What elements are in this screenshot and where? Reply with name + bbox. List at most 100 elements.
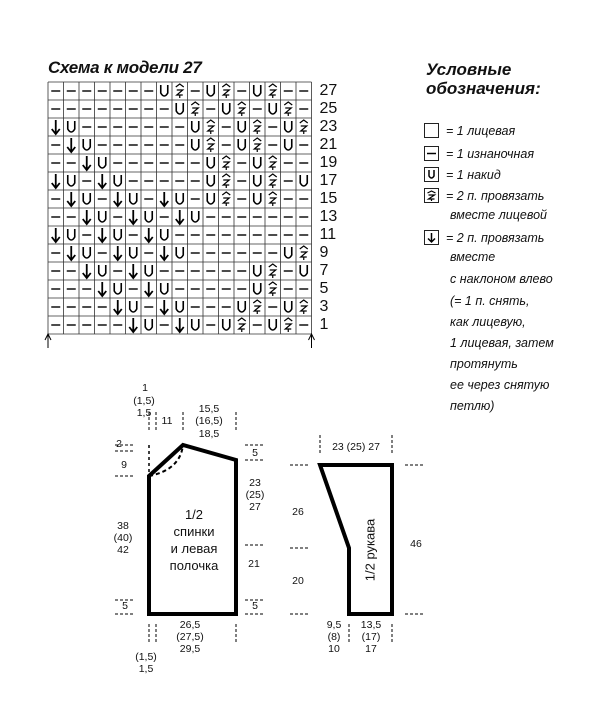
arrow-down-symbol-icon (424, 230, 439, 245)
yarn-over-symbol (299, 265, 309, 277)
legend-ssk-line-3: (= 1 п. снять, (450, 294, 530, 308)
k2tog-symbol (206, 119, 216, 134)
yarn-over-symbol (206, 157, 216, 169)
dim-bottom-left: 5 (122, 600, 128, 612)
k2tog-symbol (206, 137, 216, 152)
legend-title-1: Условные (426, 60, 512, 79)
yarn-over-symbol (66, 121, 76, 133)
row-number: 9 (319, 244, 329, 261)
k2tog-symbol (221, 191, 231, 206)
yarn-over-symbol (128, 247, 138, 259)
dim-bottom-right: 5 (252, 600, 258, 612)
ssk-arrow-symbol (144, 282, 154, 298)
yarn-over-symbol (144, 319, 154, 331)
dim-width-b: (27,5) (176, 631, 204, 643)
k2tog-symbol (268, 83, 278, 98)
k2tog-symbol (268, 281, 278, 296)
yarn-over-symbol (268, 319, 278, 331)
ssk-arrow-symbol (113, 192, 123, 208)
ssk-arrow-symbol (97, 174, 107, 190)
legend-ssk-line-5: 1 лицевая, затем (450, 336, 554, 350)
dim-sleeve-top: 23 (25) 27 (332, 441, 380, 453)
row-number: 11 (319, 226, 337, 243)
dim-armhole-a: 23 (249, 477, 261, 489)
yarn-over-symbol (221, 319, 231, 331)
yarn-over-symbol (283, 301, 293, 313)
dim-neck-drop: 2 (116, 438, 122, 450)
legend-k2tog-continuation: вместе лицевой (450, 208, 547, 222)
ssk-arrow-symbol (159, 192, 169, 208)
yarn-over-symbol (97, 265, 107, 277)
dim-shoulder-a: 15,5 (198, 403, 220, 415)
dim-sleeve-lower: 20 (292, 575, 304, 587)
row-number: 13 (319, 208, 338, 225)
yarn-over-symbol (175, 301, 185, 313)
k2tog-symbol (283, 317, 293, 332)
ssk-arrow-symbol (175, 210, 185, 226)
yarn-over-symbol (190, 319, 200, 331)
k2tog-symbol (283, 101, 293, 116)
chart-title: Схема к модели 27 (48, 58, 202, 77)
dim-sleeve-bottom-b: (17) (361, 631, 381, 643)
yarn-over-symbol (175, 193, 185, 205)
repeat-arrow-icon (308, 332, 315, 341)
ssk-arrow-symbol (66, 138, 76, 154)
yarn-over-symbol (190, 121, 200, 133)
dim-neck-depth: 9 (121, 459, 127, 471)
dim-top-1: 1 (142, 382, 148, 394)
k2tog-symbol (268, 155, 278, 170)
dim-shoulder-slope: 5 (252, 447, 258, 459)
k2tog-symbol (268, 263, 278, 278)
ssk-arrow-symbol (97, 282, 107, 298)
dim-top-1-5a: (1,5) (133, 395, 155, 407)
k2tog-symbol (221, 155, 231, 170)
yarn-over-symbol (206, 85, 216, 97)
yarn-over-symbol (144, 265, 154, 277)
k2tog-symbol (237, 101, 247, 116)
yarn-over-symbol (252, 283, 262, 295)
ssk-arrow-symbol (159, 246, 169, 262)
yarn-over-symbol (237, 301, 247, 313)
ssk-arrow-symbol (82, 156, 92, 172)
yarn-over-symbol (190, 211, 200, 223)
k2tog-symbol (237, 317, 247, 332)
row-number: 17 (319, 172, 338, 189)
ssk-arrow-symbol (97, 228, 107, 244)
row-number: 15 (319, 190, 338, 207)
k2tog-symbol (190, 101, 200, 116)
ssk-arrow-symbol (51, 174, 61, 190)
row-number: 23 (319, 118, 338, 135)
k2tog-symbol (299, 119, 309, 134)
yarn-over-symbol (283, 247, 293, 259)
back-piece-label: 1/2 спинки и левая полочка (169, 507, 219, 573)
repeat-arrow-icon (44, 332, 52, 341)
row-number: 3 (319, 298, 329, 315)
yarn-over-symbol (252, 85, 262, 97)
yarn-over-symbol (97, 211, 107, 223)
neckline (148, 444, 184, 477)
yarn-over-symbol (144, 211, 154, 223)
dim-height-b: (40) (113, 532, 133, 544)
legend-ssk-line-1: вместе (450, 250, 496, 264)
dim-height-c: 42 (117, 544, 129, 556)
sleeve-label: 1/2 рукава (362, 518, 378, 582)
dim-cuff-a: 9,5 (326, 619, 342, 631)
yarn-over-symbol (252, 175, 262, 187)
k2tog-symbol (252, 119, 262, 134)
yarn-over-symbol (221, 103, 231, 115)
yarn-over-symbol (268, 103, 278, 115)
yarn-over-symbol (159, 229, 169, 241)
yarn-over-symbol (206, 193, 216, 205)
dim-sleeve-bottom-a: 13,5 (360, 619, 382, 631)
dim-side: 21 (248, 558, 260, 570)
dim-sleeve-bottom-c: 17 (365, 643, 377, 655)
dim-hem-b: 1,5 (138, 663, 154, 675)
yarn-over-symbol-icon (424, 167, 439, 182)
legend-ssk-line-8: петлю) (450, 399, 495, 413)
dim-top-1-5b: 1,5 (136, 407, 152, 419)
yarn-over-symbol (113, 229, 123, 241)
knit-symbol-icon (424, 123, 439, 138)
dim-cuff-c: 10 (328, 643, 340, 655)
ssk-arrow-symbol (66, 192, 76, 208)
